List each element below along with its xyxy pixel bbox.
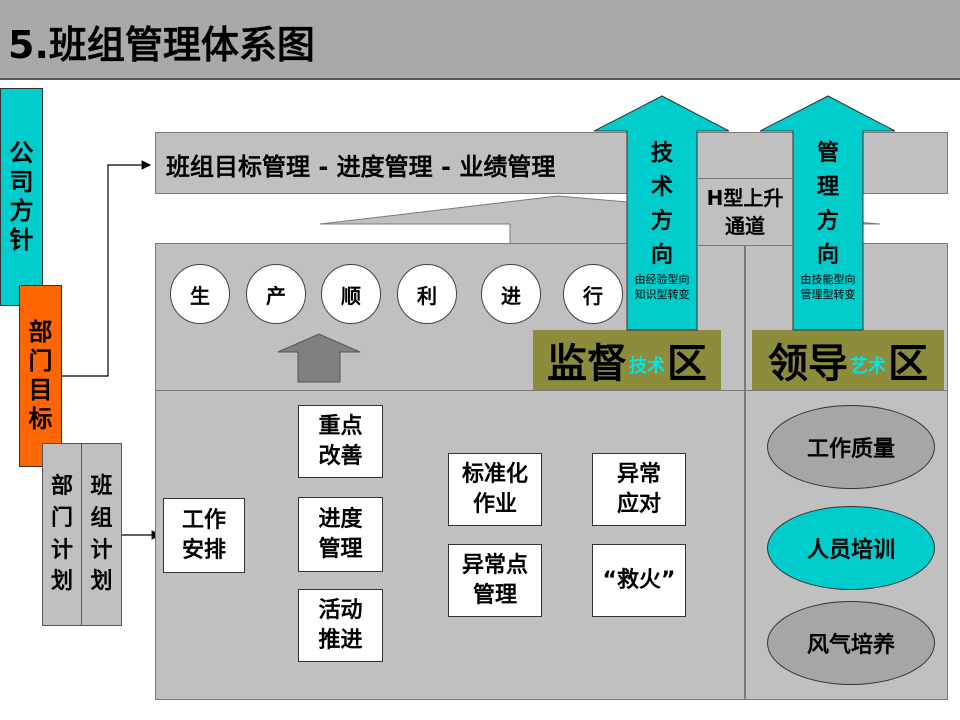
lead-zone: 领导 艺术 区 (752, 330, 944, 390)
lead-small: 艺术 (850, 356, 886, 377)
staff-training-ellipse: 人员培训 (767, 506, 935, 590)
work-quality-ellipse: 工作质量 (767, 405, 935, 489)
firefight-text: “救火” (602, 567, 676, 593)
team-plan-char: 划 (90, 569, 113, 595)
dept-plan-char: 划 (50, 569, 73, 595)
key-improve-line: 重点 (318, 413, 363, 439)
title-bar: 5.班组管理体系图 (0, 0, 960, 80)
circle-char: 顺 (321, 264, 381, 324)
abnormal-point-box: 异常点 管理 (448, 544, 542, 617)
work-arrange-line: 工作 (181, 507, 226, 533)
company-policy-box: 公 司 方 针 (0, 88, 43, 306)
progress-mgmt-line: 进度 (318, 506, 363, 532)
h-channel-line: H型上升 (706, 186, 784, 210)
standard-work-line: 标准化 (461, 461, 528, 487)
h-channel-box: H型上升 通道 (697, 178, 793, 246)
key-improve-line: 改善 (318, 443, 363, 469)
h-channel-line: 通道 (725, 214, 765, 238)
work-arrange-box: 工作 安排 (163, 498, 245, 573)
mgmt-char: 理 (816, 175, 839, 201)
progress-mgmt-box: 进度 管理 (298, 497, 383, 572)
dept-plan-box: 部 门 计 划 (42, 443, 82, 626)
abnormal-point-line: 管理 (472, 582, 517, 608)
culture-building-ellipse: 风气培养 (767, 601, 935, 685)
tech-note: 知识型转变 (634, 288, 690, 302)
company-policy-char: 针 (9, 225, 34, 254)
supervise-end: 区 (667, 341, 707, 387)
circle-char: 利 (397, 264, 457, 324)
circle-char: 生 (170, 264, 230, 324)
dept-goal-char: 部 (28, 318, 53, 347)
tech-char: 方 (650, 209, 673, 235)
small-up-arrow (277, 333, 361, 383)
mgmt-char: 方 (816, 209, 839, 235)
lead-main: 领导 (768, 341, 848, 387)
lead-end: 区 (888, 341, 928, 387)
mgmt-note: 由技能型向 (800, 273, 856, 287)
abnormal-point-line: 异常点 (461, 552, 528, 578)
dept-goal-box: 部 门 目 标 (19, 285, 62, 467)
page-title: 5.班组管理体系图 (8, 23, 315, 67)
mgmt-direction-arrow (760, 95, 896, 331)
company-policy-char: 公 (9, 139, 34, 168)
dept-goal-char: 标 (28, 404, 53, 433)
supervise-zone: 监督 技术 区 (533, 330, 721, 390)
key-improve-box: 重点 改善 (298, 405, 383, 478)
abnormal-response-box: 异常 应对 (592, 453, 686, 526)
standard-work-box: 标准化 作业 (448, 453, 542, 526)
dept-goal-char: 门 (28, 347, 53, 376)
supervise-main: 监督 (547, 341, 627, 387)
abnormal-response-line: 应对 (616, 491, 661, 517)
tech-note: 由经验型向 (634, 273, 690, 287)
banner-text: 班组目标管理 - 进度管理 - 业绩管理 (166, 153, 556, 181)
circle-char: 产 (246, 264, 306, 324)
dept-plan-char: 部 (50, 473, 73, 499)
mgmt-char: 管 (816, 141, 839, 166)
ellipse-label: 风气培养 (806, 633, 895, 658)
activity-push-box: 活动 推进 (298, 589, 383, 662)
company-policy-char: 司 (9, 168, 34, 197)
circle-char: 进 (481, 264, 541, 324)
team-plan-box: 班 组 计 划 (81, 443, 122, 626)
team-plan-char: 计 (90, 537, 113, 563)
work-arrange-line: 安排 (181, 537, 226, 563)
abnormal-response-line: 异常 (616, 461, 661, 487)
firefight-box: “救火” (592, 544, 686, 617)
team-plan-char: 班 (90, 473, 113, 499)
supervise-small: 技术 (629, 356, 665, 377)
activity-push-line: 推进 (318, 627, 363, 653)
circle-char: 行 (563, 264, 623, 324)
mgmt-note: 管理型转变 (800, 288, 856, 302)
tech-char: 向 (650, 243, 673, 269)
tech-char: 技 (650, 141, 673, 166)
mgmt-direction-label: 管 理 方 向 由技能型向 管理型转变 (794, 137, 862, 327)
team-plan-char: 组 (90, 505, 113, 531)
dept-plan-char: 门 (50, 505, 73, 531)
activity-push-line: 活动 (318, 597, 363, 623)
dept-goal-char: 目 (28, 376, 53, 404)
progress-mgmt-line: 管理 (318, 536, 363, 562)
tech-direction-label: 技 术 方 向 由经验型向 知识型转变 (628, 137, 696, 327)
dept-plan-char: 计 (50, 537, 73, 563)
company-policy-char: 方 (9, 197, 34, 225)
ellipse-label: 工作质量 (806, 437, 895, 462)
standard-work-line: 作业 (472, 491, 517, 517)
ellipse-label: 人员培训 (806, 538, 895, 563)
mgmt-char: 向 (816, 243, 839, 269)
tech-char: 术 (650, 175, 673, 201)
